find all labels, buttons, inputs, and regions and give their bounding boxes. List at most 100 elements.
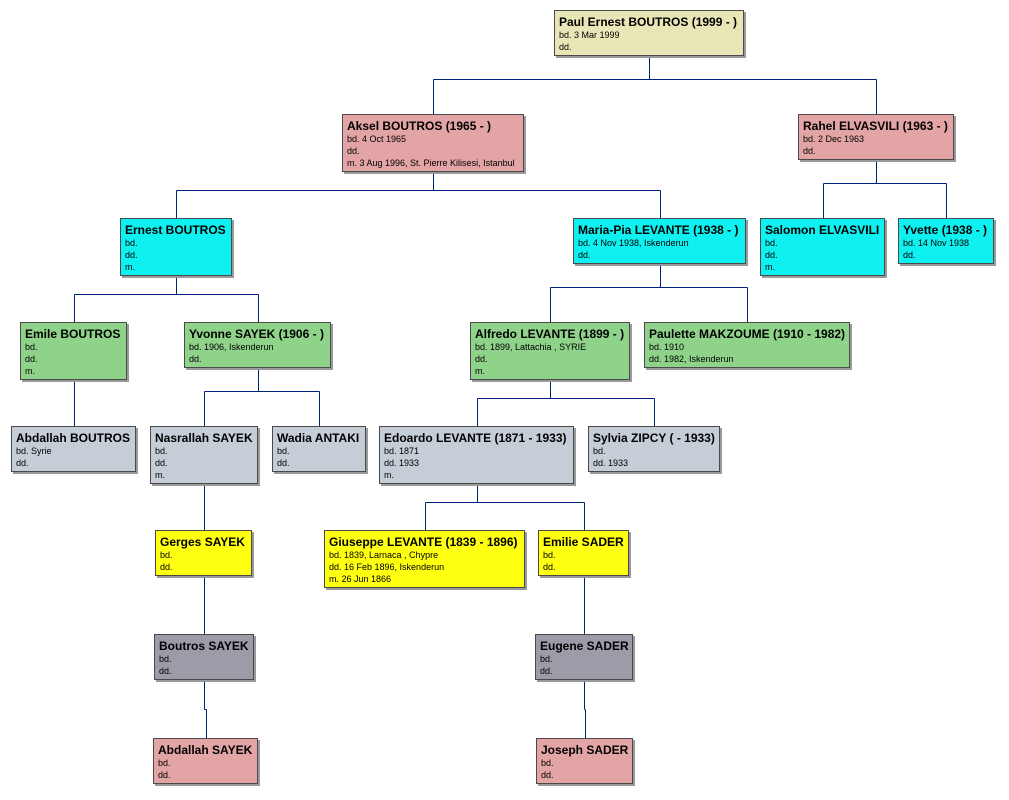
person-name: Paulette MAKZOUME (1910 - 1982)	[649, 327, 846, 341]
person-detail-line: bd. 3 Mar 1999	[559, 30, 620, 40]
person-detail-line: m.	[155, 470, 165, 480]
person-name: Joseph SADER	[541, 743, 629, 757]
person-detail-line: bd.	[593, 446, 606, 456]
person-detail-line: dd.	[159, 666, 172, 676]
person-name: Yvonne SAYEK (1906 - )	[189, 327, 324, 341]
person-name: Emile BOUTROS	[25, 327, 121, 341]
person-alfredo-levante[interactable]: Alfredo LEVANTE (1899 - )bd. 1899, Latta…	[470, 322, 630, 380]
person-detail-line: bd. 1839, Larnaca , Chypre	[329, 550, 439, 560]
person-name: Abdallah SAYEK	[158, 743, 253, 757]
person-detail-line: bd. 4 Oct 1965	[347, 134, 407, 144]
person-name: Wadia ANTAKI	[277, 431, 360, 445]
person-aksel-boutros[interactable]: Aksel BOUTROS (1965 - )bd. 4 Oct 1965 dd.…	[342, 114, 524, 172]
person-detail-line: bd.	[541, 758, 554, 768]
person-detail-line: bd. Syrie	[16, 446, 52, 456]
person-detail-line: dd.	[347, 146, 360, 156]
person-name: Paul Ernest BOUTROS (1999 - )	[559, 15, 738, 29]
person-name: Salomon ELVASVILI	[765, 223, 880, 237]
person-detail-line: bd.	[158, 758, 171, 768]
person-name: Rahel ELVASVILI (1963 - )	[803, 119, 948, 133]
person-detail-line: bd. 4 Nov 1938, Iskenderun	[578, 238, 689, 248]
person-name: Alfredo LEVANTE (1899 - )	[475, 327, 625, 341]
person-name: Emilie SADER	[543, 535, 624, 549]
person-name: Maria-Pia LEVANTE (1938 - )	[578, 223, 739, 237]
person-edoardo-levante[interactable]: Edoardo LEVANTE (1871 - 1933)bd. 1871 dd.…	[379, 426, 574, 484]
person-detail-line: dd.	[16, 458, 29, 468]
person-yvette[interactable]: Yvette (1938 - )bd. 14 Nov 1938 dd.	[898, 218, 994, 264]
person-detail-line: dd.	[158, 770, 171, 780]
person-detail-line: dd.	[189, 354, 202, 364]
person-name: Boutros SAYEK	[159, 639, 249, 653]
person-detail-line: dd.	[155, 458, 168, 468]
person-detail-line: dd.	[903, 250, 916, 260]
person-detail-line: m.	[475, 366, 485, 376]
person-detail-line: bd.	[125, 238, 138, 248]
person-detail-line: m. 26 Jun 1866	[329, 574, 392, 584]
person-giuseppe-levante[interactable]: Giuseppe LEVANTE (1839 - 1896)bd. 1839, …	[324, 530, 525, 588]
person-name: Abdallah BOUTROS	[16, 431, 131, 445]
person-detail-line: m.	[384, 470, 394, 480]
person-name: Yvette (1938 - )	[903, 223, 988, 237]
person-detail-line: bd.	[155, 446, 168, 456]
person-detail-line: dd.	[559, 42, 572, 52]
person-detail-line: bd.	[540, 654, 553, 664]
person-yvonne-sayek[interactable]: Yvonne SAYEK (1906 - )bd. 1906, Iskender…	[184, 322, 331, 368]
person-detail-line: dd.	[803, 146, 816, 156]
person-name: Gerges SAYEK	[160, 535, 245, 549]
person-detail-line: m. 3 Aug 1996, St. Pierre Kilisesi, Ista…	[347, 158, 515, 168]
person-detail-line: dd.	[25, 354, 38, 364]
person-detail-line: dd. 1933	[593, 458, 629, 468]
person-detail-line: bd.	[160, 550, 173, 560]
person-detail-line: dd.	[578, 250, 591, 260]
person-name: Nasrallah SAYEK	[155, 431, 253, 445]
person-detail-line: dd.	[125, 250, 138, 260]
person-detail-line: dd. 16 Feb 1896, Iskenderun	[329, 562, 445, 572]
person-detail-line: bd. 1899, Lattachia , SYRIE	[475, 342, 587, 352]
person-name: Edoardo LEVANTE (1871 - 1933)	[384, 431, 567, 445]
person-detail-line: dd.	[541, 770, 554, 780]
person-detail-line: dd.	[475, 354, 488, 364]
person-detail-line: bd. 1871	[384, 446, 420, 456]
person-detail-line: dd.	[540, 666, 553, 676]
person-detail-line: bd.	[543, 550, 556, 560]
person-detail-line: bd. 2 Dec 1963	[803, 134, 865, 144]
person-detail-line: m.	[25, 366, 35, 376]
person-maria-pia-levante[interactable]: Maria-Pia LEVANTE (1938 - )bd. 4 Nov 193…	[573, 218, 746, 264]
person-detail-line: bd.	[25, 342, 38, 352]
person-detail-line: dd.	[277, 458, 290, 468]
person-detail-line: bd.	[159, 654, 172, 664]
person-detail-line: bd.	[277, 446, 290, 456]
person-detail-line: m.	[125, 262, 135, 272]
person-detail-line: bd.	[765, 238, 778, 248]
person-sylvia-zipcy[interactable]: Sylvia ZIPCY ( - 1933)bd. dd. 1933	[588, 426, 720, 472]
person-name: Giuseppe LEVANTE (1839 - 1896)	[329, 535, 518, 549]
person-detail-line: dd.	[160, 562, 173, 572]
person-name: Eugene SADER	[540, 639, 629, 653]
person-detail-line: dd. 1982, Iskenderun	[649, 354, 734, 364]
person-name: Aksel BOUTROS (1965 - )	[347, 119, 492, 133]
person-detail-line: bd. 14 Nov 1938	[903, 238, 970, 248]
person-detail-line: dd. 1933	[384, 458, 420, 468]
person-detail-line: dd.	[765, 250, 778, 260]
person-detail-line: bd. 1910	[649, 342, 685, 352]
person-name: Sylvia ZIPCY ( - 1933)	[593, 431, 715, 445]
person-paul-boutros[interactable]: Paul Ernest BOUTROS (1999 - )bd. 3 Mar 1…	[554, 10, 744, 56]
person-paulette-makzoume[interactable]: Paulette MAKZOUME (1910 - 1982)bd. 1910 d…	[644, 322, 850, 368]
person-rahel-elvasvili[interactable]: Rahel ELVASVILI (1963 - )bd. 2 Dec 1963 d…	[798, 114, 954, 160]
person-detail-line: dd.	[543, 562, 556, 572]
person-name: Ernest BOUTROS	[125, 223, 226, 237]
